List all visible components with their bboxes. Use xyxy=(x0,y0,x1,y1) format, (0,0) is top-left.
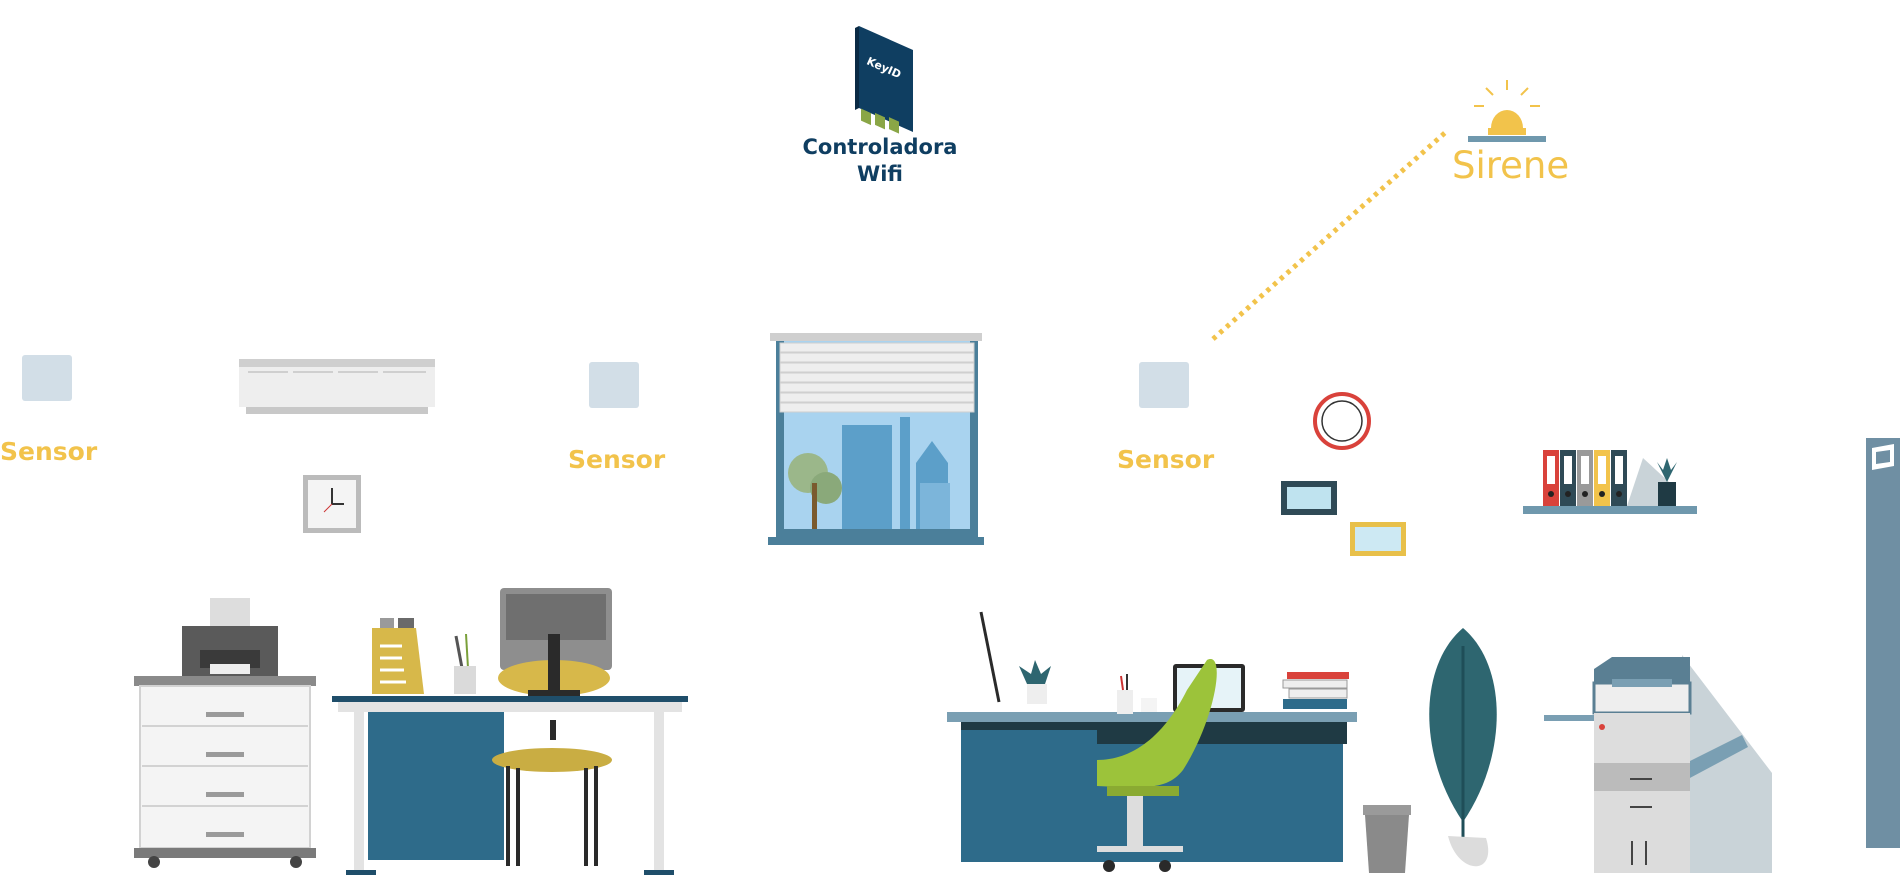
copier-icon xyxy=(1544,655,1772,873)
siren-connection-line xyxy=(1211,129,1449,341)
drawer-cabinet-icon xyxy=(134,676,316,868)
sensor-3-label: Sensor xyxy=(1117,445,1215,474)
sensor-2-label: Sensor xyxy=(568,445,666,474)
sensor-1-box[interactable] xyxy=(22,355,72,401)
printer-icon xyxy=(182,598,278,678)
siren-icon[interactable] xyxy=(1466,78,1548,144)
left-desk-icon xyxy=(332,588,688,875)
siren-label: Sirene xyxy=(1452,144,1570,187)
window-icon xyxy=(768,333,984,545)
plant-icon xyxy=(1429,628,1497,867)
door-panel xyxy=(1866,438,1900,848)
wall-clock-icon xyxy=(303,475,361,533)
trash-can-icon xyxy=(1363,805,1411,873)
door-sign-icon xyxy=(1872,444,1894,470)
controller-icon[interactable]: KeyID xyxy=(855,26,917,134)
sensor-3-box[interactable] xyxy=(1139,362,1189,408)
controller-label-line1: Controladora xyxy=(802,135,958,159)
right-desk-icon xyxy=(947,611,1357,872)
shelf-binders-icon xyxy=(1523,450,1697,514)
controller-label: Controladora Wifi xyxy=(795,134,965,188)
alarm-button-icon xyxy=(1313,392,1371,450)
picture-frame-dark-icon xyxy=(1281,481,1337,515)
controller-label-line2: Wifi xyxy=(857,162,903,186)
air-conditioner-icon xyxy=(239,359,435,414)
sensor-2-box[interactable] xyxy=(589,362,639,408)
picture-frame-yellow-icon xyxy=(1350,522,1406,556)
sensor-1-label: Sensor xyxy=(0,437,98,466)
